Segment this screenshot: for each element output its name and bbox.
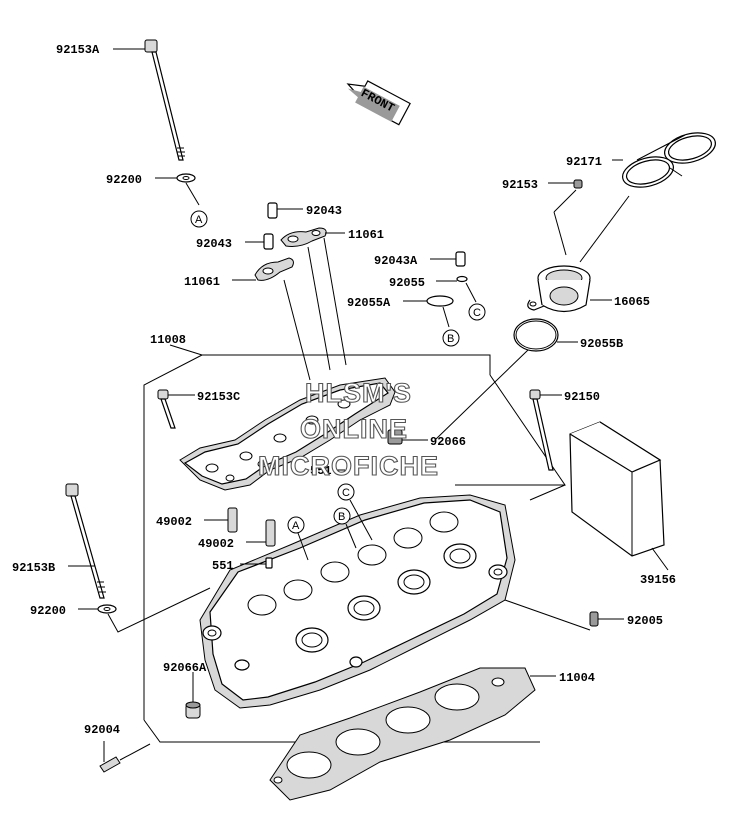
label-39156: 39156 xyxy=(640,573,676,587)
bolt-92150 xyxy=(529,389,562,471)
fitting-92005 xyxy=(504,599,624,631)
front-direction-arrow: FRONT xyxy=(346,80,411,126)
label-92043-upper: 92043 xyxy=(306,204,342,218)
washer-92200-top xyxy=(155,173,200,206)
valve-guide-49002-b xyxy=(246,519,276,547)
oring-92055A xyxy=(403,295,454,328)
svg-text:A: A xyxy=(292,520,300,532)
gasket-11061-lower xyxy=(232,257,294,281)
label-92066: 92066 xyxy=(430,435,466,449)
label-92055B: 92055B xyxy=(580,337,623,351)
svg-text:C: C xyxy=(473,307,481,319)
label-92153: 92153 xyxy=(502,178,538,192)
washer-92200-bottom xyxy=(78,587,211,633)
oring-92055 xyxy=(436,275,477,303)
label-49002-b: 49002 xyxy=(198,537,234,551)
label-92200-bottom: 92200 xyxy=(30,604,66,618)
label-92055A: 92055A xyxy=(347,296,391,310)
head-gasket-11004 xyxy=(269,667,556,801)
label-92005: 92005 xyxy=(627,614,663,628)
camshaft-holder-11008 xyxy=(169,344,396,491)
label-11004: 11004 xyxy=(559,671,595,685)
label-92150: 92150 xyxy=(564,390,600,404)
label-92200-top: 92200 xyxy=(106,173,142,187)
bolt-92153B xyxy=(65,483,106,599)
svg-text:A: A xyxy=(195,214,203,226)
label-92153A: 92153A xyxy=(56,43,100,57)
hose-clamp-92171 xyxy=(612,132,716,188)
label-92055: 92055 xyxy=(389,276,425,290)
dowel-92043-upper xyxy=(267,202,303,219)
svg-text:C: C xyxy=(342,487,350,499)
stud-92004 xyxy=(99,741,151,773)
label-92043A: 92043A xyxy=(374,254,418,268)
ref-circle-A-top: A xyxy=(190,210,208,228)
cylinder-head xyxy=(199,494,516,709)
pad-39156 xyxy=(569,421,669,571)
label-92066A: 92066A xyxy=(163,661,207,675)
label-92153C: 92153C xyxy=(197,390,240,404)
label-11061-lower: 11061 xyxy=(184,275,220,289)
screw-92153 xyxy=(548,179,583,256)
label-92004: 92004 xyxy=(84,723,120,737)
label-551-upper: 551 xyxy=(310,464,332,478)
ref-circle-B-top: B xyxy=(442,329,460,347)
plug-92066A xyxy=(185,672,201,719)
watermark-line-2: ONLINE xyxy=(300,414,408,444)
bolt-92153A xyxy=(113,39,185,161)
seal-551-a xyxy=(240,557,273,569)
bolt-92153C xyxy=(157,389,195,429)
label-92043-lower: 92043 xyxy=(196,237,232,251)
ref-circle-A-body: A xyxy=(287,516,309,561)
label-16065: 16065 xyxy=(614,295,650,309)
dowel-92043A xyxy=(430,251,466,267)
label-551-lower: 551 xyxy=(212,559,234,573)
part-labels: 92153A 92200 92043 92043 11061 11061 920… xyxy=(12,43,676,737)
ref-circle-C-body: C xyxy=(337,483,373,541)
svg-text:B: B xyxy=(447,333,454,345)
label-11061-upper: 11061 xyxy=(348,228,384,242)
oring-92055B xyxy=(434,318,578,441)
label-49002-a: 49002 xyxy=(156,515,192,529)
valve-guide-49002-a xyxy=(204,507,238,533)
label-92171: 92171 xyxy=(566,155,602,169)
gasket-11061-upper xyxy=(280,227,345,247)
ref-circle-B-body: B xyxy=(333,507,357,549)
ref-circle-C-right: C xyxy=(468,303,486,321)
water-outlet-16065 xyxy=(527,195,630,313)
watermark-line-1: HLSM'S xyxy=(305,378,412,408)
watermark-line-3: MICROFICHE xyxy=(258,451,439,481)
label-92153B: 92153B xyxy=(12,561,55,575)
plug-92066 xyxy=(387,429,428,445)
svg-text:B: B xyxy=(338,511,345,523)
watermark: HLSM'S ONLINE MICROFICHE xyxy=(257,377,439,481)
dowel-92043-lower xyxy=(245,233,274,250)
label-11008: 11008 xyxy=(150,333,186,347)
